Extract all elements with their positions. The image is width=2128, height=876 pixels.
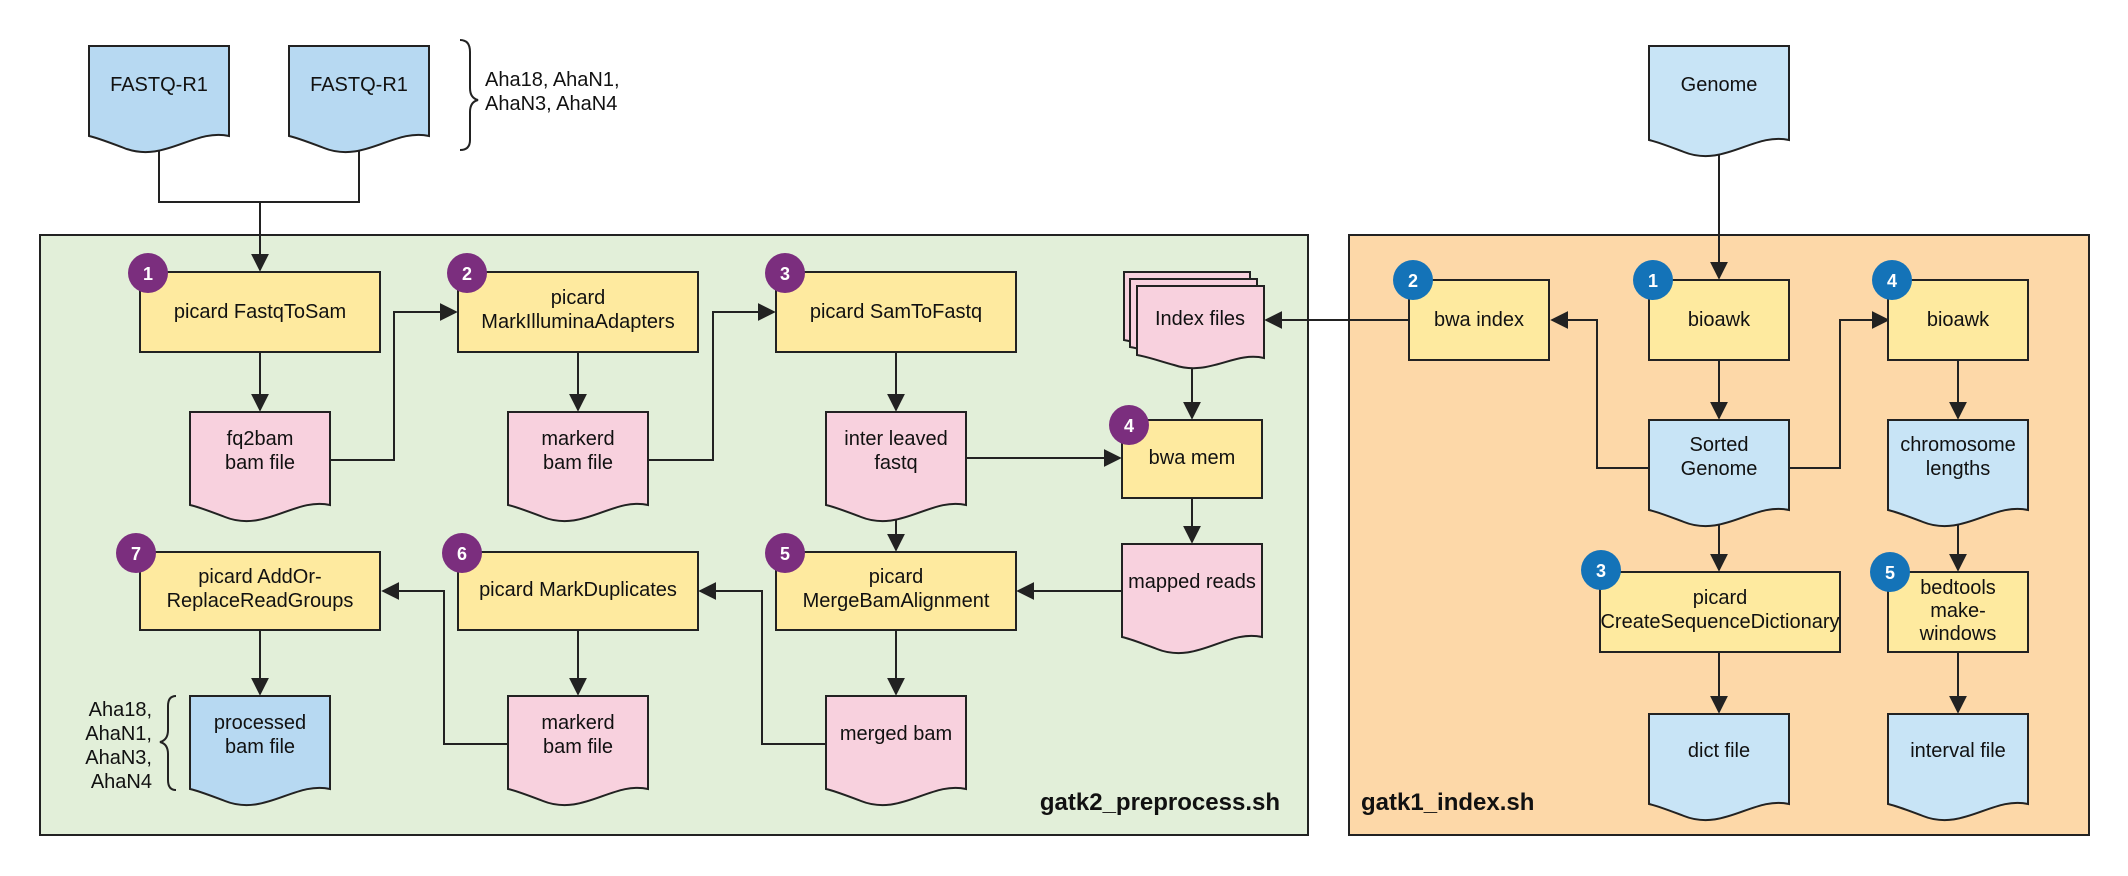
- step2-markilluminaadapters: picard MarkIlluminaAdapters 2: [447, 253, 699, 353]
- step4-bwa-mem: bwa mem 4: [1109, 405, 1263, 499]
- index-step4-bioawk: bioawk 4: [1872, 260, 2029, 361]
- svg-text:bedtools: bedtools: [1920, 577, 1996, 599]
- svg-text:merged bam: merged bam: [840, 723, 952, 745]
- svg-text:fastq: fastq: [874, 452, 917, 474]
- index-files-doc: Index files: [1123, 271, 1265, 370]
- svg-text:FASTQ-R1: FASTQ-R1: [310, 74, 408, 96]
- svg-text:markerd: markerd: [541, 428, 614, 450]
- markerd-bam-doc-2: markerd bam file: [507, 695, 649, 807]
- mapped-reads-doc: mapped reads: [1121, 543, 1263, 655]
- svg-text:AhaN3,: AhaN3,: [85, 747, 152, 769]
- svg-text:AhaN3, AhaN4: AhaN3, AhaN4: [485, 93, 617, 115]
- fastq-input-a: FASTQ-R1: [88, 45, 230, 154]
- index-step3-createsequencedictionary: picard CreateSequenceDictionary 3: [1581, 550, 1841, 653]
- step3-samtofastq: picard SamToFastq 3: [765, 253, 1017, 353]
- step5-mergebamalignment: picard MergeBamAlignment 5: [765, 533, 1017, 631]
- chromosome-lengths-doc: chromosome lengths: [1887, 419, 2029, 528]
- svg-text:Sorted: Sorted: [1690, 434, 1749, 456]
- svg-text:fq2bam: fq2bam: [227, 428, 294, 450]
- svg-text:inter leaved: inter leaved: [844, 428, 947, 450]
- interleaved-fastq-doc: inter leaved fastq: [825, 411, 967, 523]
- svg-text:Genome: Genome: [1681, 74, 1758, 96]
- svg-text:processed: processed: [214, 712, 306, 734]
- svg-text:ReplaceReadGroups: ReplaceReadGroups: [167, 590, 354, 612]
- svg-text:bioawk: bioawk: [1688, 309, 1751, 331]
- svg-text:picard MarkDuplicates: picard MarkDuplicates: [479, 579, 677, 601]
- svg-text:4: 4: [1887, 271, 1897, 291]
- svg-text:bioawk: bioawk: [1927, 309, 1990, 331]
- svg-text:Index files: Index files: [1155, 308, 1245, 330]
- sorted-genome-doc: Sorted Genome: [1648, 419, 1790, 528]
- svg-text:5: 5: [780, 544, 790, 564]
- index-step5-bedtools: bedtools make- windows 5: [1870, 552, 2029, 653]
- svg-text:Aha18, AhaN1,: Aha18, AhaN1,: [485, 69, 620, 91]
- svg-text:picard FastqToSam: picard FastqToSam: [174, 301, 346, 323]
- svg-text:MarkIlluminaAdapters: MarkIlluminaAdapters: [481, 311, 674, 333]
- svg-text:AhaN1,: AhaN1,: [85, 723, 152, 745]
- svg-text:bwa index: bwa index: [1434, 309, 1524, 331]
- svg-text:markerd: markerd: [541, 712, 614, 734]
- svg-text:picard: picard: [1693, 587, 1747, 609]
- svg-text:picard: picard: [869, 566, 923, 588]
- preprocess-panel-title: gatk2_preprocess.sh: [1040, 789, 1280, 816]
- svg-text:3: 3: [780, 264, 790, 284]
- index-step1-bioawk: bioawk 1: [1633, 260, 1790, 361]
- svg-text:AhaN4: AhaN4: [91, 771, 152, 793]
- svg-text:7: 7: [131, 544, 141, 564]
- index-step2-bwa-index: bwa index 2: [1393, 260, 1550, 361]
- svg-text:Genome: Genome: [1681, 458, 1758, 480]
- svg-text:bam file: bam file: [543, 736, 613, 758]
- output-samples-brace: Aha18, AhaN1, AhaN3, AhaN4: [85, 695, 177, 793]
- svg-text:6: 6: [457, 544, 467, 564]
- svg-text:interval file: interval file: [1910, 740, 2006, 762]
- svg-text:2: 2: [462, 264, 472, 284]
- index-panel-title: gatk1_index.sh: [1361, 789, 1534, 816]
- merged-bam-doc: merged bam: [825, 695, 967, 807]
- edges: [158, 128, 1967, 745]
- samples-brace: Aha18, AhaN1, AhaN3, AhaN4: [459, 39, 620, 151]
- svg-text:4: 4: [1124, 416, 1134, 436]
- svg-text:picard SamToFastq: picard SamToFastq: [810, 301, 982, 323]
- fq2bam-doc: fq2bam bam file: [189, 411, 331, 523]
- svg-text:bam file: bam file: [543, 452, 613, 474]
- svg-text:bwa mem: bwa mem: [1149, 447, 1236, 469]
- svg-text:1: 1: [143, 264, 153, 284]
- svg-text:mapped reads: mapped reads: [1128, 571, 1256, 593]
- svg-text:FASTQ-R1: FASTQ-R1: [110, 74, 208, 96]
- interval-file-doc: interval file: [1887, 713, 2029, 822]
- svg-text:Aha18,: Aha18,: [89, 699, 152, 721]
- dict-file-doc: dict file: [1648, 713, 1790, 822]
- svg-text:windows: windows: [1919, 623, 1997, 645]
- genome-input: Genome: [1648, 45, 1790, 158]
- svg-text:CreateSequenceDictionary: CreateSequenceDictionary: [1600, 611, 1839, 633]
- svg-text:1: 1: [1648, 271, 1658, 291]
- svg-text:bam file: bam file: [225, 452, 295, 474]
- svg-text:picard AddOr-: picard AddOr-: [198, 566, 321, 588]
- svg-text:3: 3: [1596, 561, 1606, 581]
- svg-text:picard: picard: [551, 287, 605, 309]
- svg-text:bam file: bam file: [225, 736, 295, 758]
- step7-addorreplacereadgroups: picard AddOr- ReplaceReadGroups 7: [116, 533, 381, 631]
- svg-text:2: 2: [1408, 271, 1418, 291]
- svg-text:chromosome: chromosome: [1900, 434, 2016, 456]
- markerd-bam-doc-1: markerd bam file: [507, 411, 649, 523]
- svg-text:lengths: lengths: [1926, 458, 1991, 480]
- processed-bam-doc: processed bam file: [189, 695, 331, 807]
- fastq-input-b: FASTQ-R1: [288, 45, 430, 154]
- svg-text:dict file: dict file: [1688, 740, 1750, 762]
- step1-fastqtosam: picard FastqToSam 1: [128, 253, 381, 353]
- step6-markduplicates: picard MarkDuplicates 6: [442, 533, 699, 631]
- svg-text:make-: make-: [1930, 600, 1986, 622]
- svg-text:MergeBamAlignment: MergeBamAlignment: [803, 590, 990, 612]
- svg-text:5: 5: [1885, 563, 1895, 583]
